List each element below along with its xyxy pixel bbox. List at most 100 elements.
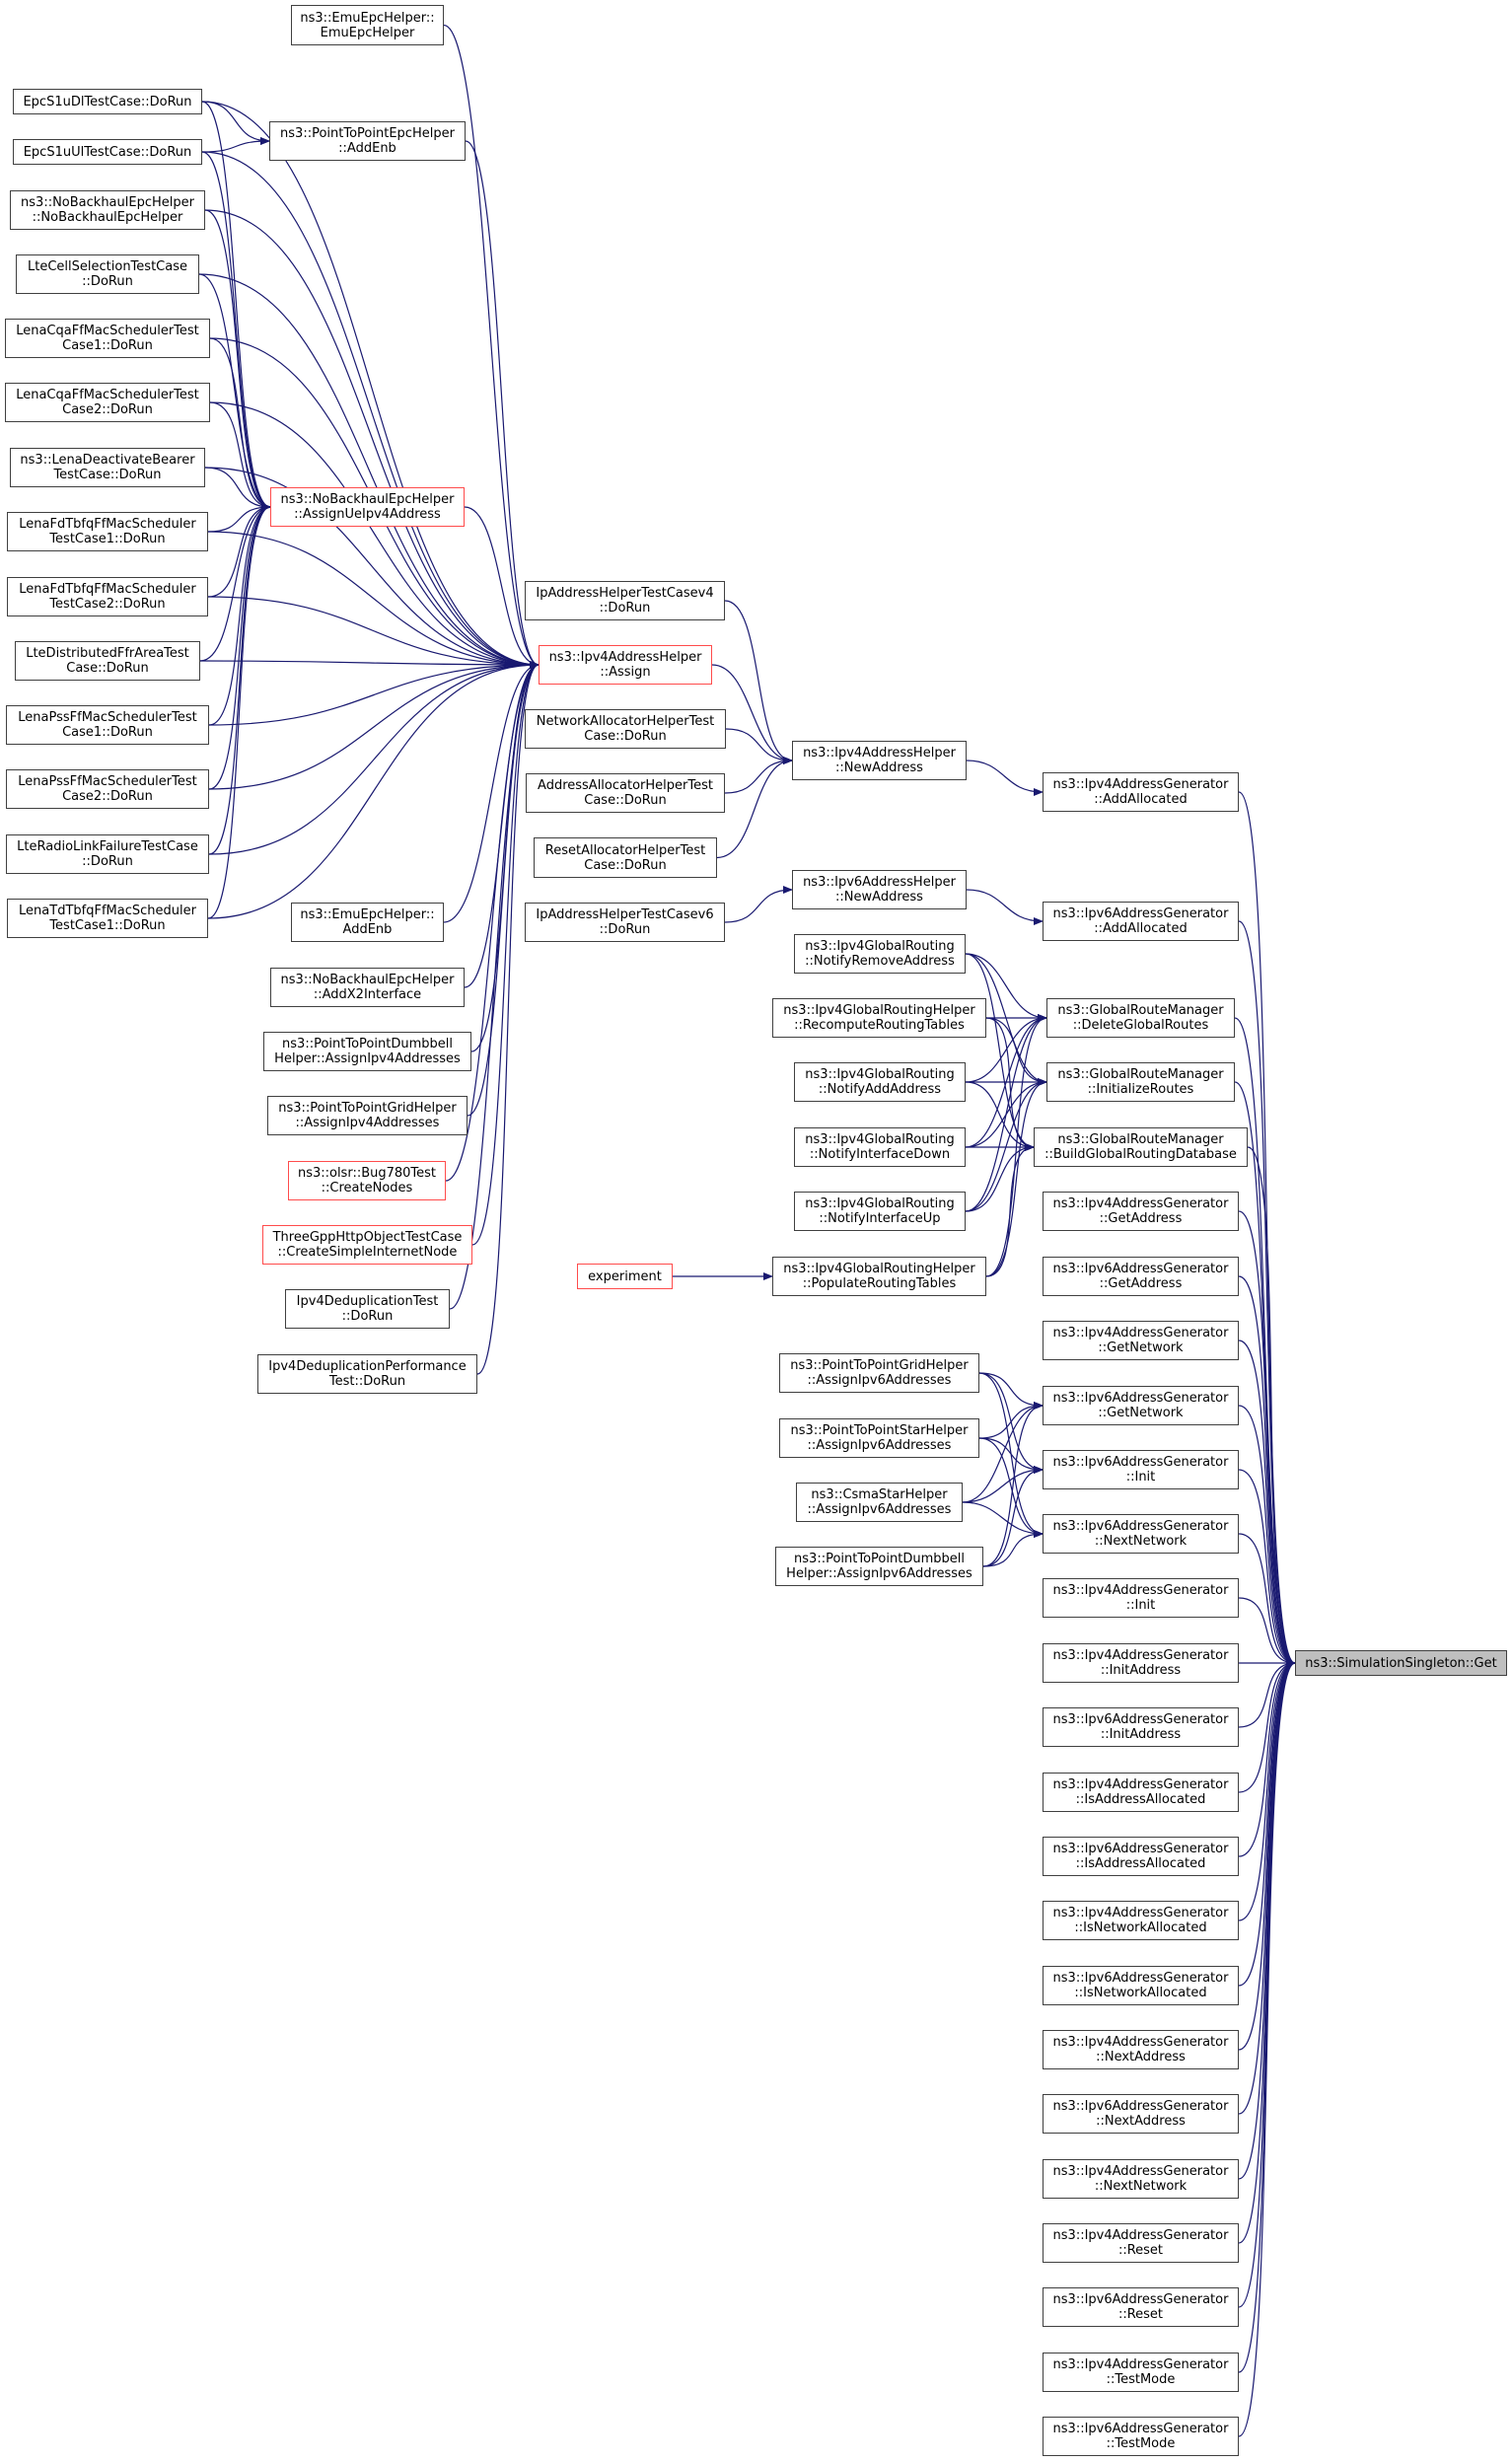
edge-notifydown-to-delroutes (965, 1014, 1047, 1148)
caller-node-v4nextaddr[interactable]: ns3::Ipv4AddressGenerator ::NextAddress (1043, 2030, 1239, 2069)
edge-threegpp-to-assign (471, 661, 540, 1246)
caller-node-bug780[interactable]: ns3::olsr::Bug780Test ::CreateNodes (288, 1161, 446, 1200)
caller-node-v6addalloc[interactable]: ns3::Ipv6AddressGenerator ::AddAllocated (1043, 902, 1239, 941)
caller-node-notifyadd[interactable]: ns3::Ipv4GlobalRouting ::NotifyAddAddres… (794, 1062, 966, 1102)
edge-netalloc-to-v4newaddr (725, 728, 793, 764)
caller-node-s1udl[interactable]: EpcS1uDlTestCase::DoRun (13, 89, 202, 114)
caller-node-v4initaddr[interactable]: ns3::Ipv4AddressGenerator ::InitAddress (1043, 1643, 1239, 1683)
edge-notifyup-to-delroutes (965, 1014, 1047, 1212)
caller-node-experiment[interactable]: experiment (577, 1264, 673, 1289)
caller-node-pss2[interactable]: LenaPssFfMacSchedulerTest Case2::DoRun (6, 769, 209, 809)
caller-node-v4testmode[interactable]: ns3::Ipv4AddressGenerator ::TestMode (1043, 2353, 1239, 2392)
caller-node-v6isaddr[interactable]: ns3::Ipv6AddressGenerator ::IsAddressAll… (1043, 1837, 1239, 1876)
caller-node-nobh-ctor[interactable]: ns3::NoBackhaulEpcHelper ::NoBackhaulEpc… (10, 190, 205, 230)
caller-node-grid4[interactable]: ns3::PointToPointGridHelper ::AssignIpv4… (267, 1096, 468, 1135)
caller-node-assignue[interactable]: ns3::NoBackhaulEpcHelper ::AssignUeIpv4A… (270, 487, 465, 527)
edge-builddb-to-get (1247, 1146, 1296, 1667)
caller-node-builddb[interactable]: ns3::GlobalRouteManager ::BuildGlobalRou… (1034, 1127, 1248, 1167)
caller-node-v6initaddr[interactable]: ns3::Ipv6AddressGenerator ::InitAddress (1043, 1707, 1239, 1747)
edge-csma6-to-v6init (962, 1466, 1044, 1503)
edge-v4nextnet-to-get (1238, 1659, 1296, 2180)
caller-node-addx2[interactable]: ns3::NoBackhaulEpcHelper ::AddX2Interfac… (270, 968, 465, 1007)
edge-populate-to-builddb (985, 1143, 1035, 1277)
caller-node-v4isaddr[interactable]: ns3::Ipv4AddressGenerator ::IsAddressAll… (1043, 1773, 1239, 1812)
caller-node-v6isnet[interactable]: ns3::Ipv6AddressGenerator ::IsNetworkAll… (1043, 1966, 1239, 2005)
caller-node-tdtbfq1[interactable]: LenaTdTbfqFfMacScheduler TestCase1::DoRu… (7, 899, 208, 938)
caller-node-dedup[interactable]: Ipv4DeduplicationTest ::DoRun (285, 1289, 450, 1329)
caller-node-dedupperf[interactable]: Ipv4DeduplicationPerformance Test::DoRun (257, 1354, 477, 1394)
caller-node-notifyup[interactable]: ns3::Ipv4GlobalRouting ::NotifyInterface… (794, 1192, 966, 1231)
caller-node-v4getnet[interactable]: ns3::Ipv4AddressGenerator ::GetNetwork (1043, 1321, 1239, 1360)
caller-node-cellsel[interactable]: LteCellSelectionTestCase ::DoRun (16, 254, 199, 294)
caller-node-v6nextaddr[interactable]: ns3::Ipv6AddressGenerator ::NextAddress (1043, 2094, 1239, 2134)
caller-node-recompute[interactable]: ns3::Ipv4GlobalRoutingHelper ::Recompute… (772, 998, 986, 1038)
caller-node-v4addalloc[interactable]: ns3::Ipv4AddressGenerator ::AddAllocated (1043, 772, 1239, 812)
edge-v6testmode-to-get (1238, 1659, 1296, 2437)
edge-v4reset-to-get (1238, 1659, 1296, 2244)
caller-node-v6reset[interactable]: ns3::Ipv6AddressGenerator ::Reset (1043, 2287, 1239, 2327)
caller-node-assign[interactable]: ns3::Ipv4AddressHelper ::Assign (539, 645, 712, 685)
edge-star6-to-v6init (978, 1437, 1044, 1474)
edge-populate-to-delroutes (985, 1014, 1047, 1277)
edge-v6initaddr-to-get (1238, 1659, 1296, 1728)
caller-node-v6testmode[interactable]: ns3::Ipv6AddressGenerator ::TestMode (1043, 2417, 1239, 2456)
caller-node-threegpp[interactable]: ThreeGppHttpObjectTestCase ::CreateSimpl… (262, 1225, 472, 1265)
edge-fdtbfq2-to-assignue (207, 503, 271, 598)
edge-p2p_addenb-to-assign (465, 140, 540, 669)
caller-node-fdtbfq2[interactable]: LenaFdTbfqFfMacScheduler TestCase2::DoRu… (7, 577, 208, 616)
caller-node-v6newaddr[interactable]: ns3::Ipv6AddressHelper ::NewAddress (792, 870, 967, 909)
caller-node-resetalloc[interactable]: ResetAllocatorHelperTest Case::DoRun (534, 837, 717, 878)
caller-node-v4init[interactable]: ns3::Ipv4AddressGenerator ::Init (1043, 1578, 1239, 1618)
edge-tdtbfq1-to-assign (207, 661, 540, 919)
edge-csma6-to-v6nextnet (962, 1501, 1044, 1538)
edge-cqa2-to-assign (209, 401, 540, 669)
caller-node-rlf[interactable]: LteRadioLinkFailureTestCase ::DoRun (6, 834, 209, 874)
caller-node-iptc4[interactable]: IpAddressHelperTestCasev4 ::DoRun (525, 581, 725, 620)
caller-node-grid6[interactable]: ns3::PointToPointGridHelper ::AssignIpv6… (779, 1353, 979, 1393)
caller-node-notifydown[interactable]: ns3::Ipv4GlobalRouting ::NotifyInterface… (794, 1127, 966, 1167)
caller-node-s1uul[interactable]: EpcS1uUlTestCase::DoRun (13, 139, 202, 165)
caller-node-v4nextnet[interactable]: ns3::Ipv4AddressGenerator ::NextNetwork (1043, 2159, 1239, 2199)
caller-node-addralloc[interactable]: AddressAllocatorHelperTest Case::DoRun (526, 773, 725, 813)
caller-node-star6[interactable]: ns3::PointToPointStarHelper ::AssignIpv6… (779, 1418, 979, 1458)
caller-node-delroutes[interactable]: ns3::GlobalRouteManager ::DeleteGlobalRo… (1046, 998, 1235, 1038)
caller-node-fdtbfq1[interactable]: LenaFdTbfqFfMacScheduler TestCase1::DoRu… (7, 512, 208, 551)
edge-v6getaddr-to-get (1238, 1275, 1296, 1667)
caller-node-v4reset[interactable]: ns3::Ipv4AddressGenerator ::Reset (1043, 2223, 1239, 2263)
caller-node-v4newaddr[interactable]: ns3::Ipv4AddressHelper ::NewAddress (792, 741, 967, 780)
caller-node-deact[interactable]: ns3::LenaDeactivateBearer TestCase::DoRu… (10, 448, 205, 487)
caller-node-v6nextnet[interactable]: ns3::Ipv6AddressGenerator ::NextNetwork (1043, 1514, 1239, 1554)
caller-node-emu-addenb[interactable]: ns3::EmuEpcHelper:: AddEnb (291, 903, 444, 942)
edge-emu_ctor-to-assign (443, 24, 540, 669)
caller-node-iptc6[interactable]: IpAddressHelperTestCasev6 ::DoRun (525, 903, 725, 942)
caller-node-v6getaddr[interactable]: ns3::Ipv6AddressGenerator ::GetAddress (1043, 1257, 1239, 1296)
caller-node-v6init[interactable]: ns3::Ipv6AddressGenerator ::Init (1043, 1450, 1239, 1489)
edge-v6newaddr-to-v6addalloc (966, 889, 1044, 925)
caller-node-v4getaddr[interactable]: ns3::Ipv4AddressGenerator ::GetAddress (1043, 1192, 1239, 1231)
caller-node-initroutes[interactable]: ns3::GlobalRouteManager ::InitializeRout… (1046, 1062, 1235, 1102)
caller-node-distffr[interactable]: LteDistributedFfrAreaTest Case::DoRun (15, 641, 200, 681)
caller-node-csma6[interactable]: ns3::CsmaStarHelper ::AssignIpv6Addresse… (796, 1483, 963, 1522)
caller-node-notifyremove[interactable]: ns3::Ipv4GlobalRouting ::NotifyRemoveAdd… (794, 934, 966, 974)
edge-emu_addenb-to-assign (443, 661, 540, 923)
caller-node-dumbbell4[interactable]: ns3::PointToPointDumbbell Helper::Assign… (263, 1032, 471, 1071)
caller-node-cqa1[interactable]: LenaCqaFfMacSchedulerTest Case1::DoRun (5, 319, 210, 358)
edge-s1uul-to-assignue (201, 151, 271, 511)
edge-star6-to-v6getnet (978, 1402, 1044, 1439)
edge-assign-to-v4newaddr (711, 664, 793, 764)
caller-node-p2p-addenb[interactable]: ns3::PointToPointEpcHelper ::AddEnb (269, 121, 466, 161)
edge-pss2-to-assign (208, 661, 540, 790)
caller-node-netalloc[interactable]: NetworkAllocatorHelperTest Case::DoRun (525, 709, 726, 749)
caller-node-v6getnet[interactable]: ns3::Ipv6AddressGenerator ::GetNetwork (1043, 1386, 1239, 1425)
edge-pss1-to-assign (208, 661, 540, 726)
caller-node-populate[interactable]: ns3::Ipv4GlobalRoutingHelper ::PopulateR… (772, 1257, 986, 1296)
caller-node-emu-ctor[interactable]: ns3::EmuEpcHelper:: EmuEpcHelper (291, 5, 444, 45)
caller-node-pss1[interactable]: LenaPssFfMacSchedulerTest Case1::DoRun (6, 705, 209, 745)
edge-v6isnet-to-get (1238, 1659, 1296, 1987)
caller-node-cqa2[interactable]: LenaCqaFfMacSchedulerTest Case2::DoRun (5, 383, 210, 422)
caller-node-dumbbell6[interactable]: ns3::PointToPointDumbbell Helper::Assign… (775, 1547, 983, 1586)
edge-notifyup-to-initroutes (965, 1078, 1047, 1212)
edge-v6nextnet-to-get (1238, 1533, 1296, 1667)
edge-bug780-to-assign (445, 661, 540, 1182)
caller-node-v4isnet[interactable]: ns3::Ipv4AddressGenerator ::IsNetworkAll… (1043, 1901, 1239, 1940)
